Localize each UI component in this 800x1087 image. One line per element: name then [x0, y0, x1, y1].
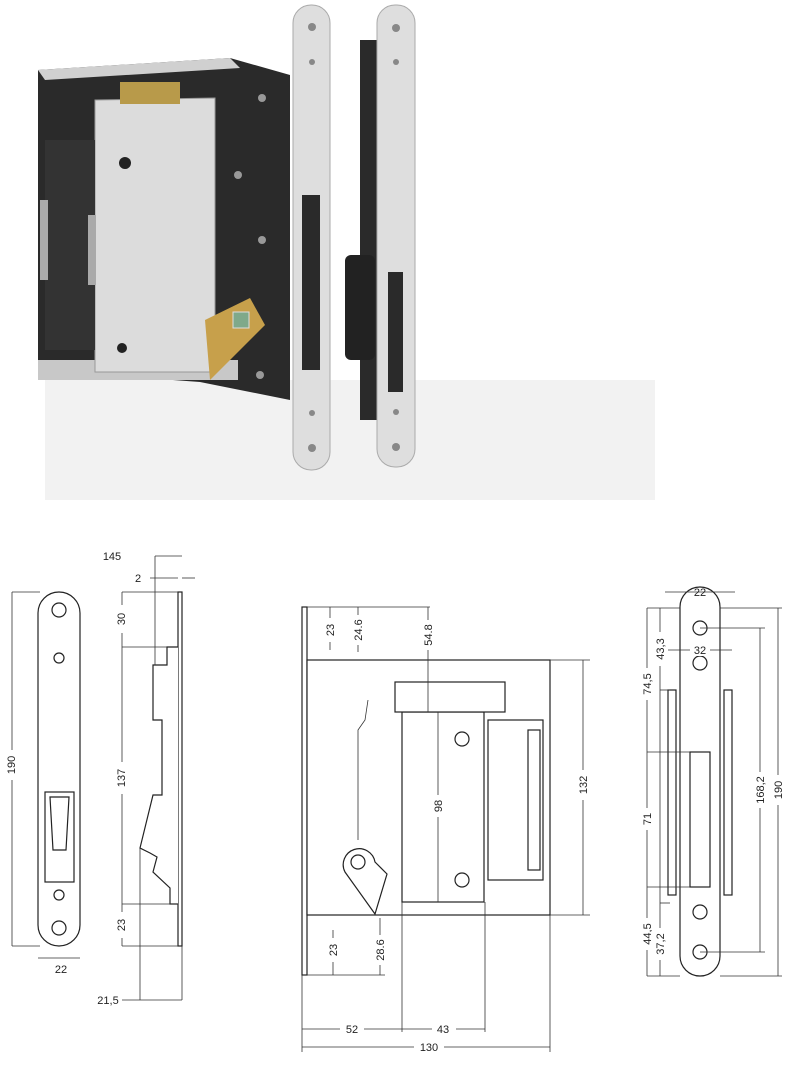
dim-strike-top-b: 74,5 [642, 673, 654, 694]
dim-body-height: 137 [116, 769, 128, 787]
strike-plate-drawing: 22 32 43,3 74,5 71 44,5 37,2 168,2 190 [639, 586, 786, 977]
dim-strike-width: 22 [694, 587, 706, 599]
dim-strike-top-a: 43,3 [655, 638, 667, 659]
dim-plate-thickness: 2 [135, 573, 141, 585]
dim-backset: 21,5 [97, 995, 118, 1007]
side-view-drawing: 145 2 30 137 23 21,5 [97, 551, 195, 1007]
dim-width-130: 130 [420, 1042, 438, 1054]
dim-bottom-a: 23 [328, 944, 340, 956]
dim-top-offset: 30 [116, 613, 128, 625]
photo-background [45, 380, 655, 500]
dim-hub-43: 43 [437, 1024, 449, 1036]
dim-strike-bottom-b: 37,2 [655, 933, 667, 954]
lock-body-photo [38, 58, 290, 400]
dim-body-height-132: 132 [578, 776, 590, 794]
dim-strike-bottom-a: 44,5 [642, 923, 654, 944]
dim-top-c: 54.8 [423, 624, 435, 645]
dim-bottom-offset: 23 [116, 919, 128, 931]
dim-plate-width: 22 [55, 964, 67, 976]
dim-plate-height: 190 [6, 756, 18, 774]
lock-photo [38, 4, 655, 500]
faceplate-front-drawing: 190 22 [4, 591, 81, 976]
dim-hole-centers: 168,2 [755, 776, 767, 804]
dim-hole-spacing: 32 [694, 645, 706, 657]
dim-bottom-b: 28.6 [375, 939, 387, 960]
strike-plate-photo [345, 4, 416, 468]
faceplate-photo [292, 4, 331, 471]
dim-inner-98: 98 [433, 800, 445, 812]
dim-total-depth: 145 [103, 551, 121, 563]
dim-strike-height: 190 [773, 781, 785, 799]
dim-top-b: 24.6 [353, 619, 365, 640]
dim-top-a: 23 [325, 624, 337, 636]
lock-body-drawing: 23 24.6 54.8 132 98 23 28.6 52 43 130 [301, 606, 591, 1054]
dim-backset-52: 52 [346, 1024, 358, 1036]
dim-strike-slot: 71 [642, 813, 654, 825]
